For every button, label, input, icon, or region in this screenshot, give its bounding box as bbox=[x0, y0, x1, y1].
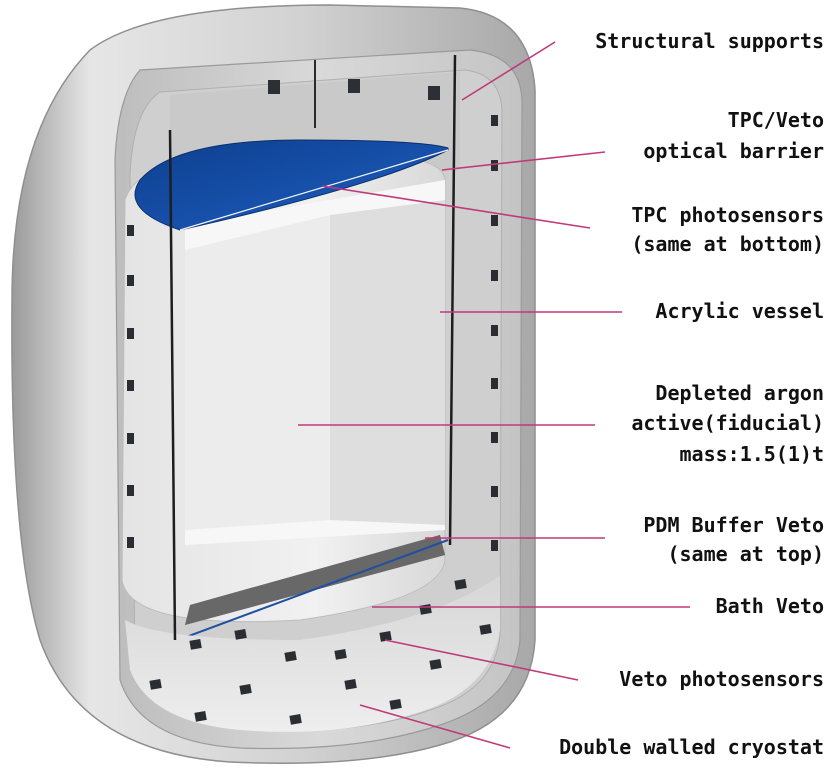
label-argon-line1: Depleted argon bbox=[655, 381, 824, 405]
leader-veto-photosensors bbox=[384, 639, 579, 681]
acrylic-vessel bbox=[121, 149, 446, 623]
label-optical-barrier-line2: optical barrier bbox=[643, 139, 824, 163]
support-block bbox=[268, 80, 280, 94]
label-acrylic-vessel: Acrylic vessel bbox=[655, 299, 824, 323]
label-bath-veto: Bath Veto bbox=[716, 594, 824, 618]
label-argon-line2: active(fiducial) bbox=[631, 411, 824, 435]
labels: Structural supports TPC/Veto optical bar… bbox=[559, 29, 824, 759]
support-block bbox=[348, 79, 360, 93]
label-tpc-photosensors-line1: TPC photosensors bbox=[631, 203, 824, 227]
support-rod bbox=[168, 129, 177, 641]
leader-structural-supports bbox=[461, 41, 556, 101]
leader-tpc-photosensors bbox=[321, 185, 591, 229]
veto-photosensors-floor bbox=[149, 579, 492, 725]
support-rod bbox=[448, 54, 457, 546]
label-cryostat: Double walled cryostat bbox=[559, 735, 824, 759]
leader-cryostat bbox=[359, 704, 511, 749]
label-optical-barrier-line1: TPC/Veto bbox=[728, 108, 824, 132]
label-argon-line3: mass:1.5(1)t bbox=[680, 442, 825, 466]
label-pdm-buffer-line1: PDM Buffer Veto bbox=[643, 513, 824, 537]
label-tpc-photosensors-line2: (same at bottom) bbox=[631, 232, 824, 256]
veto-photosensors-wall bbox=[127, 115, 498, 551]
label-veto-photosensors: Veto photosensors bbox=[619, 667, 824, 691]
label-pdm-buffer-line2: (same at top) bbox=[667, 542, 824, 566]
leader-optical-barrier bbox=[441, 151, 606, 171]
label-structural-supports: Structural supports bbox=[595, 29, 824, 53]
leader-lines bbox=[298, 41, 690, 749]
bath-veto-floor bbox=[125, 575, 500, 732]
pdm-buffer-veto bbox=[177, 535, 449, 641]
optical-barrier bbox=[134, 139, 449, 231]
support-block bbox=[428, 86, 440, 100]
